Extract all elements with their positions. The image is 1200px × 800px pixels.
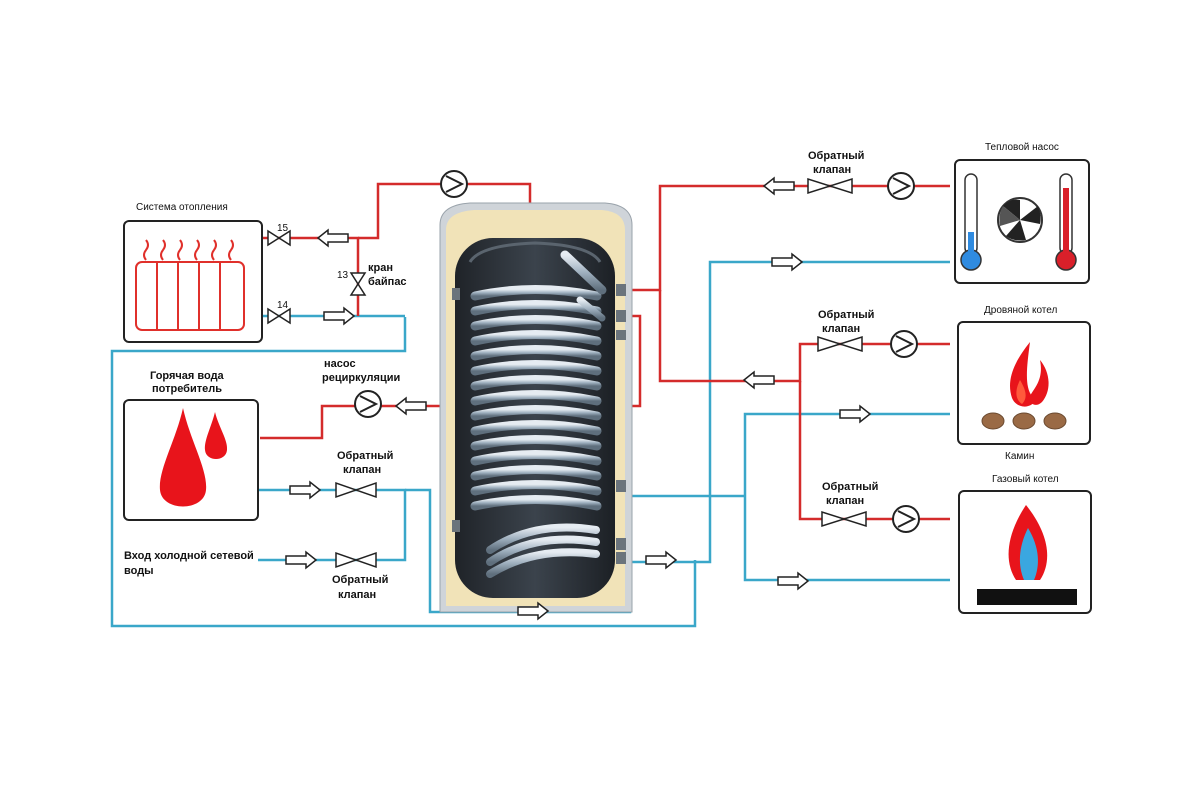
flow-arrow-icon bbox=[394, 396, 427, 416]
flow-arrow-icon bbox=[762, 176, 795, 196]
valves bbox=[267, 177, 867, 569]
cold-inlet-label-line2: воды bbox=[124, 565, 154, 577]
cold-pipe-main-loop bbox=[110, 317, 697, 628]
valve-14-label: 14 bbox=[277, 300, 289, 311]
hot-pipe-to-hp bbox=[620, 184, 950, 292]
gas-boiler-box bbox=[958, 490, 1092, 614]
wood-boiler-box bbox=[957, 321, 1091, 445]
wood-boiler-label: Дровяной котел bbox=[984, 305, 1058, 316]
check-valve-icon bbox=[335, 551, 377, 569]
pump-icon bbox=[354, 390, 382, 418]
flow-arrow-icon bbox=[742, 370, 775, 390]
pump-icon bbox=[892, 505, 920, 533]
flow-arrow-icon bbox=[645, 550, 678, 570]
hot-water-label-line2: потребитель bbox=[152, 383, 222, 395]
fan-icon bbox=[997, 197, 1043, 243]
check-valve-hp-label-line1: Обратный bbox=[808, 150, 865, 162]
cold-pipe-hp-return bbox=[620, 260, 950, 498]
gas-boiler-label: Газовый котел bbox=[992, 474, 1059, 485]
check-valve-icon bbox=[335, 481, 377, 499]
cold-inlet-label-line1: Вход холодной сетевой bbox=[124, 550, 254, 562]
check-valve-a-label-line1: Обратный bbox=[337, 450, 394, 462]
pump-icon bbox=[440, 170, 468, 198]
check-valve-icon bbox=[817, 335, 863, 353]
check-valve-icon bbox=[821, 510, 867, 528]
flow-arrow-icon bbox=[771, 252, 804, 272]
check-valve-icon bbox=[349, 272, 367, 296]
heating-system-label: Система отопления bbox=[136, 202, 228, 213]
fireplace-label: Камин bbox=[1005, 451, 1035, 462]
thermometer-icon bbox=[1055, 173, 1077, 271]
bypass-valve-label-line1: кран bbox=[368, 262, 393, 274]
upper-coil bbox=[470, 285, 602, 511]
pump-icon bbox=[887, 172, 915, 200]
drop-icon bbox=[159, 408, 228, 507]
heating-system-box bbox=[123, 220, 263, 343]
thermometer-icon bbox=[960, 173, 982, 271]
pump-icon bbox=[890, 330, 918, 358]
check-valve-icon bbox=[807, 177, 853, 195]
check-valve-icon bbox=[267, 307, 291, 325]
cold-pipe-consumer bbox=[258, 488, 407, 562]
cold-pipe-tank-low bbox=[620, 496, 712, 564]
flow-arrow-icon bbox=[285, 550, 318, 570]
hot-pipe-top bbox=[358, 182, 532, 240]
flow-arrow-icon bbox=[316, 228, 349, 248]
radiator-icon bbox=[135, 239, 245, 331]
storage-tank bbox=[439, 202, 633, 613]
valve-15-label: 15 bbox=[277, 223, 289, 234]
check-valve-hp-label-line2: клапан bbox=[813, 164, 852, 176]
heat-pump-label: Тепловой насос bbox=[985, 142, 1059, 153]
flow-arrow-icon bbox=[517, 601, 550, 621]
wood-logs-icon bbox=[981, 412, 1067, 430]
check-valve-b-label-line1: Обратный bbox=[332, 574, 389, 586]
check-valve-wood-label-line2: клапан bbox=[822, 323, 861, 335]
pumps bbox=[354, 170, 920, 533]
bypass-valve-label-line2: байпас bbox=[368, 276, 407, 288]
check-valve-a-label-line2: клапан bbox=[343, 464, 382, 476]
recirc-pump-label-line2: рециркуляции bbox=[322, 372, 401, 384]
check-valve-gas-label-line1: Обратный bbox=[822, 481, 879, 493]
flow-arrow-icon bbox=[323, 306, 356, 326]
fire-icon bbox=[1010, 342, 1049, 407]
hot-water-consumer-box bbox=[123, 399, 259, 521]
recirc-pump-label-line1: насос bbox=[324, 358, 356, 370]
flow-arrow-icon bbox=[839, 404, 872, 424]
check-valve-wood-label-line1: Обратный bbox=[818, 309, 875, 321]
flow-arrow-icon bbox=[777, 571, 810, 591]
check-valve-b-label-line2: клапан bbox=[338, 589, 377, 601]
flow-arrows bbox=[285, 176, 872, 621]
valve-13-label: 13 bbox=[337, 270, 349, 281]
gas-flame-icon bbox=[977, 505, 1077, 605]
hot-water-label-line1: Горячая вода bbox=[150, 370, 224, 382]
flow-arrow-icon bbox=[289, 480, 322, 500]
check-valve-gas-label-line2: клапан bbox=[826, 495, 865, 507]
check-valve-icon bbox=[267, 229, 291, 247]
lower-coil bbox=[486, 523, 600, 578]
hot-pipe-gas bbox=[798, 381, 950, 521]
heat-pump-box bbox=[954, 159, 1090, 284]
